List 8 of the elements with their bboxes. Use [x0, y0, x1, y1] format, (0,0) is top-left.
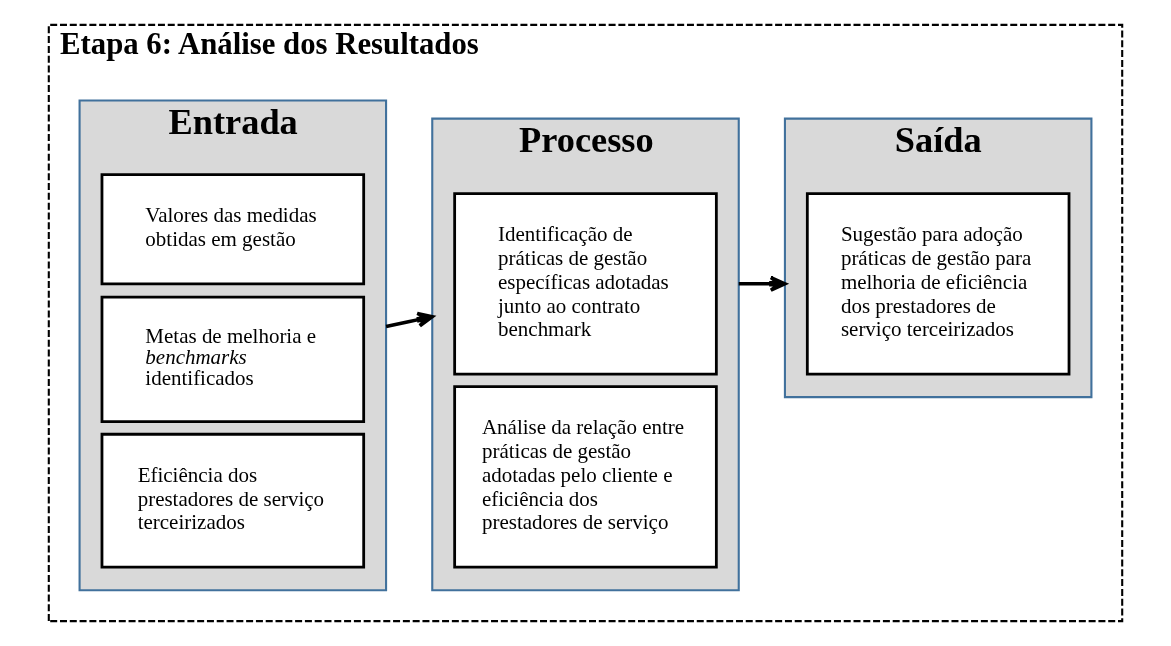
node-box: Análise da relação entre práticas de gestão adotadas pelo cliente e eficiência dos prestadores de serviço [453, 385, 718, 569]
node-box: Metas de melhoria e benchmarks identificados [100, 295, 366, 424]
arrow [385, 311, 434, 329]
node-box: Valores das medidas obtidas em gestão [100, 173, 366, 286]
arrow [738, 275, 787, 292]
node-box: Identificação de práticas de gestão específicas adotadas junto ao contrato benchmark [453, 192, 718, 376]
node-box: Eficiência dos prestadores de serviço terceirizados [100, 432, 366, 569]
node-box: Sugestão para adoção práticas de gestão para melhoria de eficiência dos prestadores de serviço terceirizados [805, 192, 1071, 376]
